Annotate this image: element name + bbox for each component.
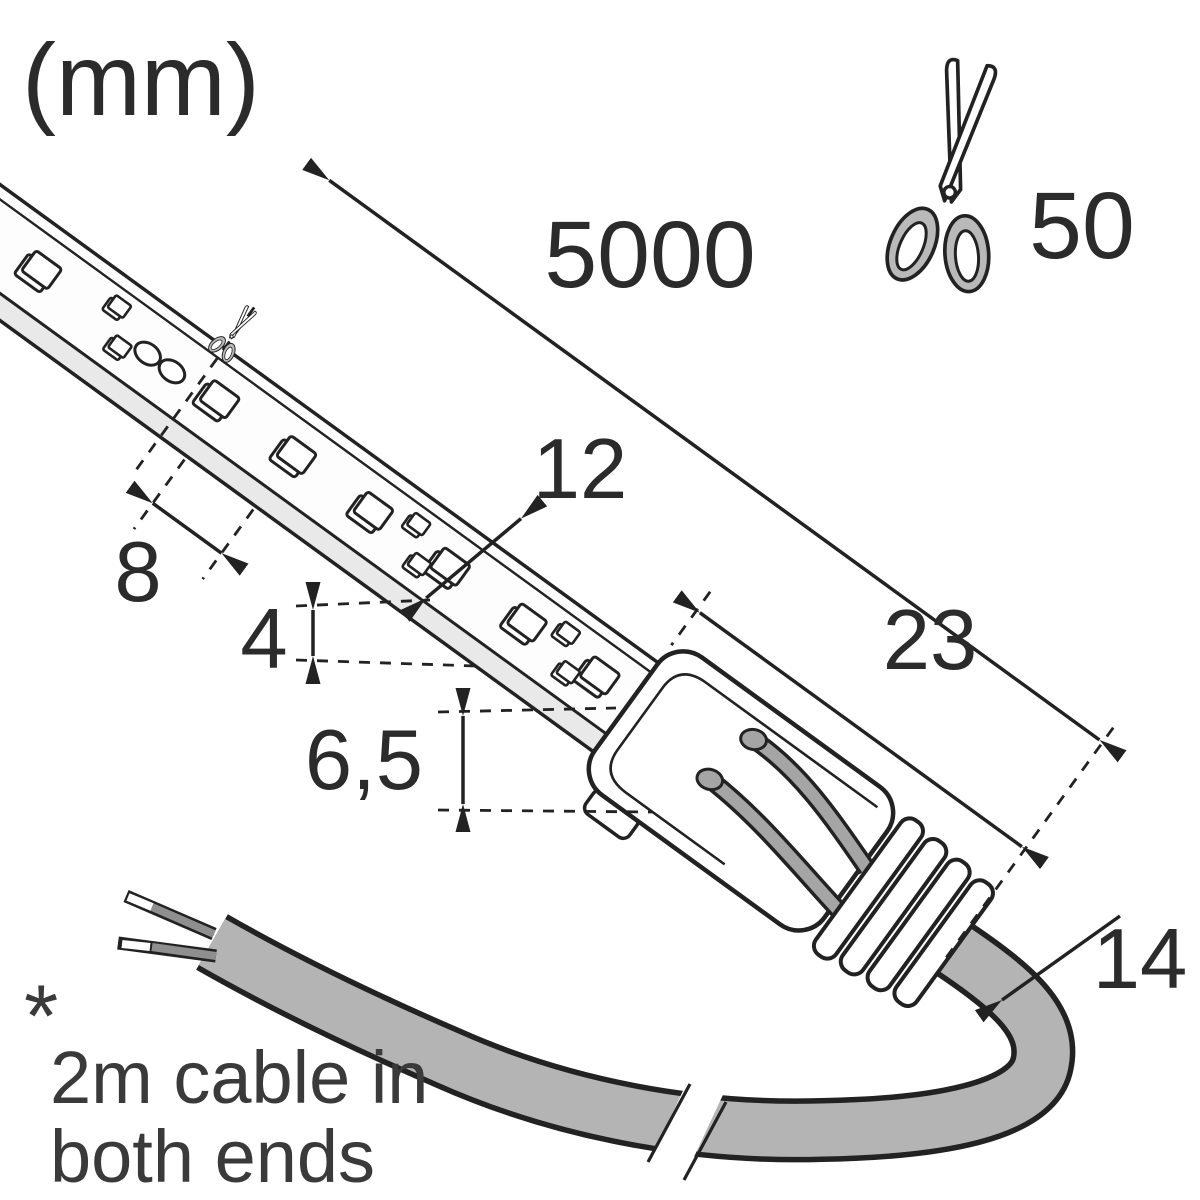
end-cap-length-label: 23 — [883, 593, 978, 688]
footnote-line1: 2m cable in — [50, 1036, 428, 1119]
footnote-marker: * — [24, 966, 58, 1065]
ext-line-cap-height-bottom — [437, 808, 653, 814]
cable — [117, 890, 1076, 1181]
scissors-icon — [873, 50, 1032, 303]
ext-line-led-spacing-b — [201, 508, 255, 580]
dim-line-led-spacing — [125, 480, 249, 576]
strip-height-label: 4 — [240, 592, 287, 687]
ext-line-end-cap-left — [670, 590, 712, 646]
dim-line-strip-width — [399, 494, 548, 622]
dim-line-cable-width — [974, 914, 1122, 1023]
cable-break — [646, 1073, 728, 1181]
cut-pads — [133, 340, 187, 385]
led-spacing-label: 8 — [114, 525, 161, 620]
dim-line-end-cap-length — [672, 590, 1049, 870]
footnote-line2: both ends — [50, 1115, 375, 1198]
dimension-lines-screen — [295, 582, 1122, 1023]
cut-length-label: 50 — [1029, 173, 1135, 279]
footnote: * 2m cable in both ends — [24, 966, 428, 1198]
strip-width-label: 12 — [533, 422, 628, 517]
cable-width-label: 14 — [1093, 912, 1188, 1007]
units-label: (mm) — [22, 23, 260, 137]
dimension-lines-rotated — [125, 157, 1127, 961]
ext-line-strip-height-bottom — [295, 658, 477, 668]
strip-length-label: 5000 — [544, 202, 755, 308]
cable-wire-ends — [117, 890, 217, 963]
end-cap-height-label: 6,5 — [305, 713, 423, 808]
cable-fill — [198, 918, 1070, 1157]
ext-line-end-cap-right — [943, 726, 1115, 961]
ext-line-led-spacing-a — [132, 458, 186, 530]
